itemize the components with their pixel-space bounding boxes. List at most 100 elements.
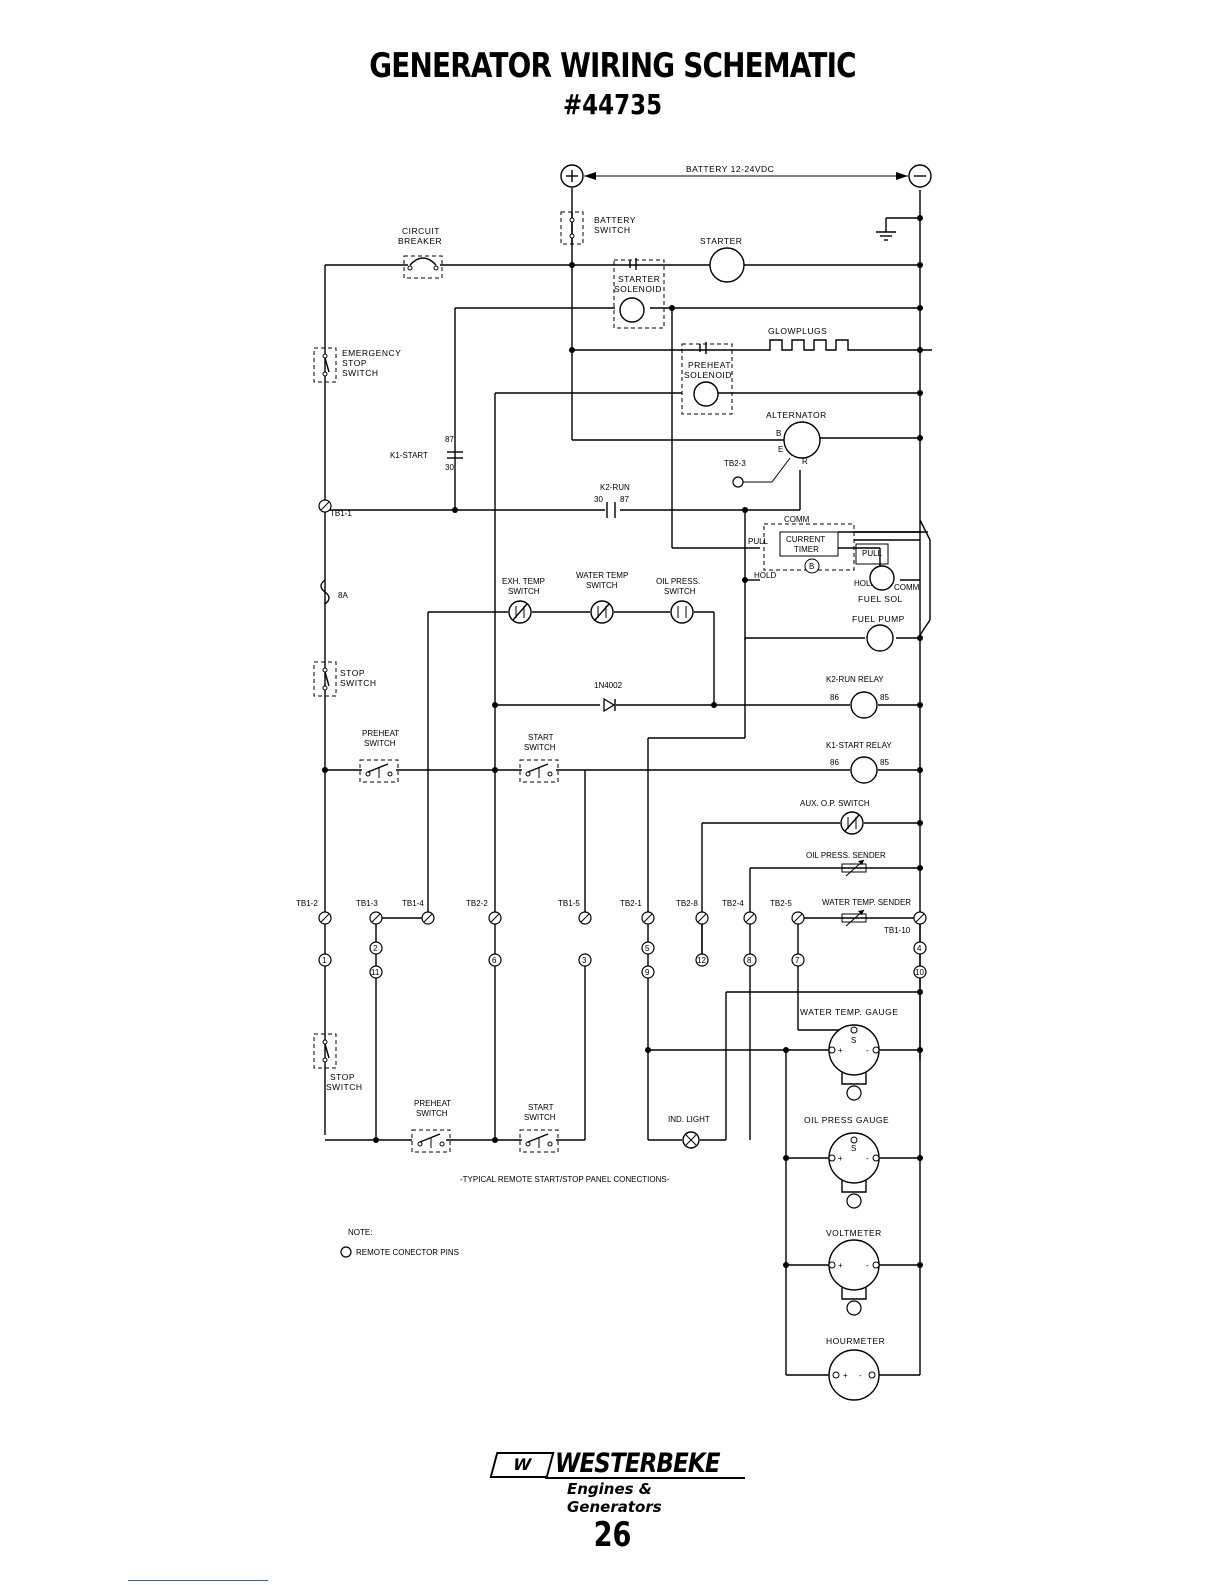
pin-8-label: 8	[747, 956, 752, 965]
tb1-2-label: TB1-2	[296, 899, 318, 908]
aux-op-label: AUX. O.P. SWITCH	[800, 799, 870, 808]
k1-start-contact	[447, 451, 463, 459]
gauge-plus-2: +	[838, 1154, 843, 1163]
hold-label: HOLD	[754, 571, 776, 580]
tb2-1-label: TB2-1	[620, 899, 642, 908]
gauge-minus-4: -	[859, 1371, 862, 1380]
current-timer	[763, 523, 928, 574]
tb2-4-label: TB2-4	[722, 899, 744, 908]
battery-positive-terminal	[560, 164, 584, 188]
footer-rule	[128, 1580, 268, 1581]
gauge-plus-4: +	[843, 1371, 848, 1380]
k2-87-label: 87	[620, 495, 629, 504]
tb2-2-label: TB2-2	[466, 899, 488, 908]
page-title: GENERATOR WIRING SCHEMATIC	[369, 46, 856, 86]
pin-5-label: 5	[645, 944, 650, 953]
start-switch-upper-label: START	[528, 733, 554, 742]
starter-motor	[709, 247, 745, 283]
oil-press-gauge	[828, 1132, 880, 1209]
comm-label: COMM	[784, 515, 810, 524]
circuit-breaker-label: CIRCUIT	[402, 226, 440, 236]
k2-run-relay-coil	[850, 691, 878, 719]
fuel-solenoid	[869, 565, 895, 591]
emergency-stop-label-2: STOP	[342, 358, 367, 368]
brand-tagline: Engines & Generators	[567, 1480, 662, 1516]
pin-1-label: 1	[322, 956, 327, 965]
start-switch-upper	[519, 759, 559, 783]
hourmeter	[828, 1349, 880, 1401]
exh-temp-switch	[508, 600, 532, 624]
diode-1n4002	[603, 697, 616, 713]
oil-press-sender	[841, 859, 867, 877]
gauge-s-1: S	[851, 1036, 856, 1045]
note-pin-symbol	[340, 1246, 352, 1258]
tb2-3-label: TB2-3	[724, 459, 746, 468]
junction-dots	[322, 215, 923, 1268]
water-gauge-label: WATER TEMP. GAUGE	[800, 1007, 898, 1017]
water-temp-gauge	[828, 1024, 880, 1101]
exh-temp-label-2: SWITCH	[508, 587, 540, 596]
tb2-8-label: TB2-8	[676, 899, 698, 908]
hold-label-2: HOLD	[854, 579, 876, 588]
preheat-switch-upper-label: PREHEAT	[362, 729, 399, 738]
k1-86-label: 86	[830, 758, 839, 767]
preheat-switch-lower-label: PREHEAT	[414, 1099, 451, 1108]
stop-switch-lower-label: STOP	[330, 1072, 355, 1082]
tb1-3-label: TB1-3	[356, 899, 378, 908]
alternator	[783, 421, 821, 459]
starter-label: STARTER	[700, 236, 742, 246]
water-temp-switch	[590, 600, 614, 624]
comm-label-2: COMM	[894, 583, 920, 592]
battery-switch-label: BATTERY	[594, 215, 636, 225]
preheat-switch-upper-label-2: SWITCH	[364, 739, 396, 748]
preheat-switch-upper	[359, 759, 399, 783]
pin-2-label: 2	[373, 944, 378, 953]
preheat-solenoid	[681, 342, 733, 415]
tb2-3-terminal	[732, 476, 744, 488]
oil-press-switch	[670, 600, 694, 624]
current-timer-label: CURRENT	[786, 535, 825, 544]
gauge-minus-2: -	[866, 1154, 869, 1163]
emergency-stop-switch	[313, 347, 337, 383]
aux-op-switch	[840, 811, 864, 835]
pin-4-label: 4	[917, 944, 922, 953]
alternator-e-terminal: E	[778, 445, 783, 454]
current-timer-b-label: B	[809, 562, 814, 571]
k1-30-label: 30	[445, 463, 454, 472]
pull-label-2: PULL	[862, 549, 883, 558]
remote-connector-pins	[318, 941, 927, 979]
starter-solenoid	[613, 258, 665, 329]
stop-switch-upper-label-2: SWITCH	[340, 678, 377, 688]
fuel-sol-label: FUEL SOL	[858, 594, 903, 604]
westerbeke-logo: W WESTERBEKE Engines & Generators	[489, 1448, 745, 1516]
gauge-minus-1: -	[866, 1046, 869, 1055]
stop-switch-upper-label: STOP	[340, 668, 365, 678]
oil-sender-label: OIL PRESS. SENDER	[806, 851, 886, 860]
terminal-block-row	[318, 911, 927, 925]
circuit-breaker	[403, 255, 443, 279]
preheat-solenoid-label: PREHEAT	[688, 360, 731, 370]
preheat-switch-lower-label-2: SWITCH	[416, 1109, 448, 1118]
oil-gauge-label: OIL PRESS GAUGE	[804, 1115, 889, 1125]
emergency-stop-label: EMERGENCY	[342, 348, 401, 358]
preheat-switch-lower	[411, 1129, 451, 1153]
logo-mark: W	[489, 1452, 555, 1478]
tb1-1-label: TB1-1	[330, 509, 352, 518]
tb1-1-terminal	[318, 499, 332, 513]
hourmeter-label: HOURMETER	[826, 1336, 885, 1346]
start-switch-lower-label-2: SWITCH	[524, 1113, 556, 1122]
indicator-light	[682, 1131, 700, 1149]
tb1-4-label: TB1-4	[402, 899, 424, 908]
fuse-label: 8A	[338, 591, 348, 600]
k2-85-label: 85	[880, 693, 889, 702]
note-text: REMOTE CONECTOR PINS	[356, 1248, 459, 1257]
tb2-5-label: TB2-5	[770, 899, 792, 908]
k1-start-label: K1-START	[390, 451, 428, 460]
alternator-b-terminal: B	[776, 429, 781, 438]
starter-solenoid-label: STARTER	[618, 274, 660, 284]
start-switch-upper-label-2: SWITCH	[524, 743, 556, 752]
voltmeter-label: VOLTMETER	[826, 1228, 882, 1238]
battery-switch	[560, 211, 584, 245]
k2-run-label: K2-RUN	[600, 483, 630, 492]
